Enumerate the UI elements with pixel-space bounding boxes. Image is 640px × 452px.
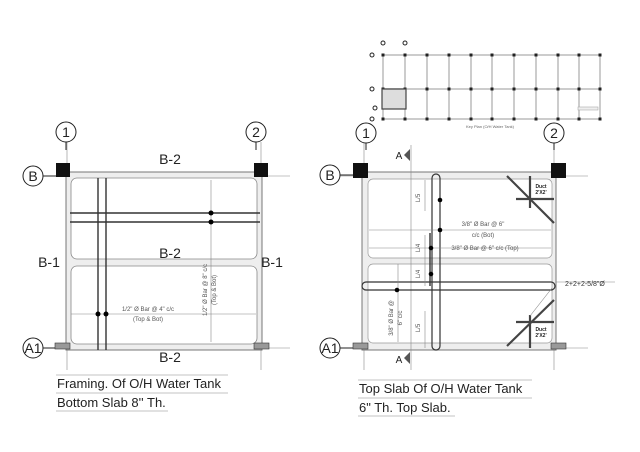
key-plan-column [403,117,407,121]
duct-label: Duct [535,327,546,333]
key-plan-caption: Key Plan (O/H Water Tank) [466,124,515,129]
key-plan-column [577,117,581,121]
beam-label: B-1 [261,254,283,270]
grid-label-b: B [325,167,334,183]
column [353,163,368,178]
key-plan-column [534,53,538,57]
section-marker: A [396,151,403,162]
beam-label: B-2 [159,349,181,365]
key-plan-column [556,87,560,91]
key-plan-column [490,87,494,91]
key-plan-column [534,117,538,121]
grid-label-a1: A1 [321,340,338,356]
key-plan-column [447,117,451,121]
key-plan-column [556,117,560,121]
key-plan-column [425,87,429,91]
grid-label-1: 1 [362,125,370,141]
grid-label-2: 2 [550,125,558,141]
key-plan-highlight [381,88,407,110]
dimension-label: L/5 [416,323,422,332]
key-plan-column [469,53,473,57]
duct-label: Duct [535,184,546,190]
rebar [431,173,441,351]
key-plan-column [469,117,473,121]
beam-label: B-2 [159,245,181,261]
key-plan-column [598,53,602,57]
key-plan-column [425,53,429,57]
key-plan-column [381,53,385,57]
drawing-subtitle: 6" Th. Top Slab. [359,400,451,415]
key-plan: Key Plan (O/H Water Tank) [369,40,602,129]
key-plan-column [447,53,451,57]
beam-label: B-1 [38,254,60,270]
key-plan-column [469,87,473,91]
key-plan-column [512,53,516,57]
key-plan-column [490,117,494,121]
key-plan-column [577,87,581,91]
rebar-note: 6" c/c [398,311,404,326]
key-plan-column [447,87,451,91]
duct-label: 2'X2' [535,190,546,196]
rebar-note: 3/8" Ø Bar @ 6" c/c (Top) [451,246,518,252]
beam-label: B-2 [159,151,181,167]
key-plan-column [598,117,602,121]
dimension-label: L/4 [416,243,422,252]
column [254,163,268,177]
dimension-label: L/5 [416,193,422,202]
section-marker: A [396,355,403,366]
key-plan-column [512,87,516,91]
beam-bars-note: 2+2+2-5/8"Ø [565,281,605,288]
column [56,163,70,177]
rebar-note: (Top & Bot) [133,317,163,323]
rebar-note: 1/2" Ø Bar @ 4" c/c [122,307,174,313]
key-plan-column [490,53,494,57]
key-plan-column [577,53,581,57]
key-plan-column [403,53,407,57]
rebar-note: c/c (Bot) [472,233,494,239]
grid-label-1: 1 [62,124,70,140]
grid-label-2: 2 [252,124,260,140]
key-plan-column [534,87,538,91]
rebar-note: 1/2" Ø Bar @ 8" c/c [203,264,209,316]
key-plan-column [598,87,602,91]
rebar [361,281,556,291]
key-plan-column [381,117,385,121]
key-plan-column [425,117,429,121]
drawing-title: Top Slab Of O/H Water Tank [359,381,523,396]
bottom-slab-plan: 1 2 B A1 B-2 B-2 B-2 B-1 B-1 1/2" Ø Bar … [22,121,290,412]
rebar-note: 3/8" Ø Bar @ [389,300,395,336]
rebar-note: 3/8" Ø Bar @ 6" [462,222,505,228]
grid-label-b: B [28,168,37,184]
dimension-label: L/4 [416,269,422,278]
duct-label: 2'X2' [535,333,546,339]
grid-label-a1: A1 [24,340,41,356]
key-plan-column [512,117,516,121]
column [551,163,566,178]
drawing-subtitle: Bottom Slab 8'' Th. [57,395,166,410]
key-plan-column [556,53,560,57]
rebar-note: (Top & Bot) [212,275,218,305]
top-slab-plan: A A Duct 2'X2' Duct 2'X2' L/5 L/4 L/4 L/… [319,122,615,417]
drawing-title: Framing. Of O/H Water Tank [57,376,221,391]
